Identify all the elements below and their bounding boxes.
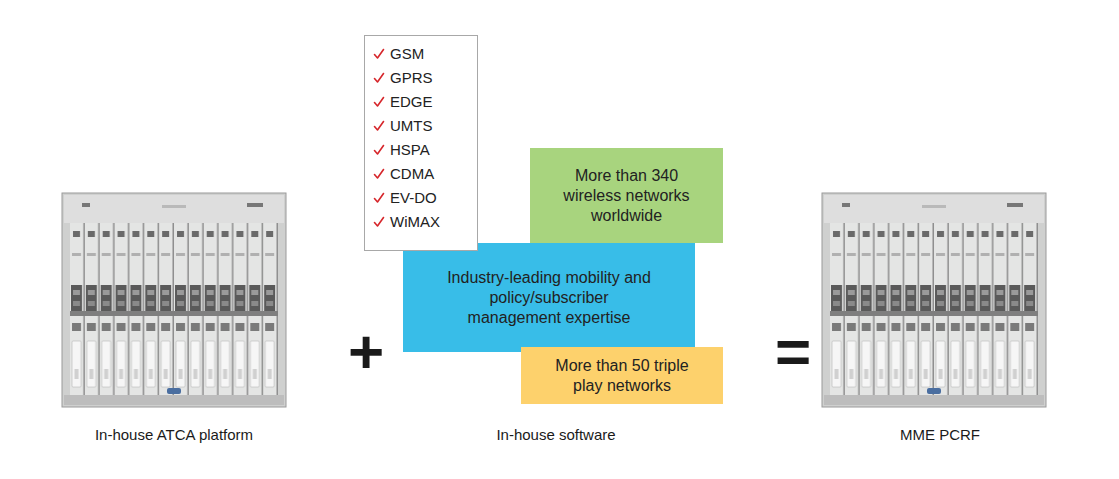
- check-item: HSPA: [373, 138, 471, 162]
- check-mark: [373, 216, 385, 228]
- network-type: CDMA: [390, 162, 434, 186]
- product-caption: MME PCRF: [900, 427, 980, 444]
- check-mark: [373, 96, 385, 108]
- stat-box: More than 340 wireless networks worldwid…: [530, 148, 723, 243]
- check-item: WiMAX: [373, 210, 471, 234]
- atca-chassis: [62, 193, 286, 407]
- box-text: More than 50 triple play networks: [541, 356, 703, 396]
- plus-sign: +: [348, 318, 384, 386]
- box-text: More than 340 wireless networks worldwid…: [555, 166, 698, 226]
- check-item: EDGE: [373, 90, 471, 114]
- network-type: WiMAX: [390, 210, 440, 234]
- platform-caption: In-house ATCA platform: [95, 427, 253, 444]
- software-caption: In-house software: [496, 427, 615, 444]
- check-mark: [373, 144, 385, 156]
- check-mark: [373, 48, 385, 60]
- network-type: UMTS: [390, 114, 433, 138]
- check-item: EV-DO: [373, 186, 471, 210]
- check-mark: [373, 168, 385, 180]
- stat-box: More than 50 triple play networks: [521, 347, 723, 404]
- checklist-box: GSMGPRSEDGEUMTSHSPACDMAEV-DOWiMAX: [364, 35, 478, 251]
- network-type: GPRS: [390, 66, 433, 90]
- check-mark: [373, 120, 385, 132]
- box-text: Industry-leading mobility and policy/sub…: [443, 268, 655, 328]
- check-item: CDMA: [373, 162, 471, 186]
- check-mark: [373, 72, 385, 84]
- check-item: UMTS: [373, 114, 471, 138]
- network-type: EV-DO: [390, 186, 437, 210]
- network-type: HSPA: [390, 138, 430, 162]
- check-item: GSM: [373, 42, 471, 66]
- check-item: GPRS: [373, 66, 471, 90]
- expertise-box: Industry-leading mobility and policy/sub…: [403, 243, 695, 352]
- atca-chassis: [822, 193, 1046, 407]
- network-type: GSM: [390, 42, 424, 66]
- equals-sign: =: [775, 318, 811, 386]
- network-type: EDGE: [390, 90, 433, 114]
- check-mark: [373, 192, 385, 204]
